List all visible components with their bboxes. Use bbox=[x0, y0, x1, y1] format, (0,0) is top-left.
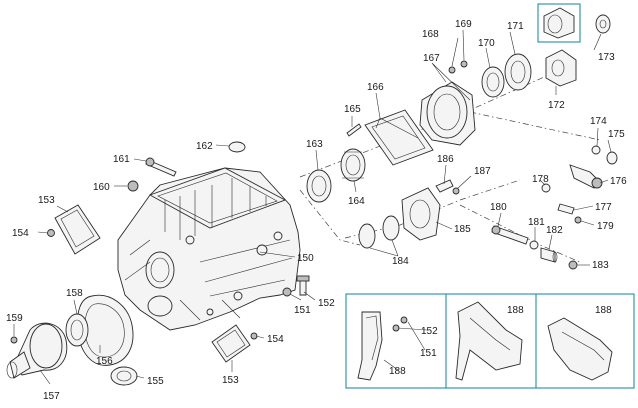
bolt-161 bbox=[145, 157, 177, 177]
label-184: 184 bbox=[392, 256, 409, 267]
label-153-bottom: 153 bbox=[222, 375, 239, 386]
label-183: 183 bbox=[592, 260, 609, 271]
label-151: 151 bbox=[294, 305, 311, 316]
bolt-187 bbox=[452, 187, 460, 195]
label-169: 169 bbox=[455, 19, 472, 30]
label-185: 185 bbox=[454, 224, 471, 235]
pin-165 bbox=[346, 123, 362, 137]
label-188-detail-a: 188 bbox=[389, 366, 406, 377]
bolt-179 bbox=[574, 216, 582, 224]
ring-181 bbox=[529, 240, 539, 250]
label-179: 179 bbox=[597, 221, 614, 232]
bracket-188-detail-c bbox=[547, 317, 613, 381]
cover-185 bbox=[401, 187, 441, 241]
cover-plate-153-top bbox=[54, 204, 101, 255]
seal-158 bbox=[65, 313, 89, 347]
cap-162 bbox=[228, 141, 246, 153]
cover-plate-153-bottom bbox=[211, 324, 251, 363]
label-151-detail: 151 bbox=[420, 348, 437, 359]
ring-178 bbox=[541, 183, 551, 193]
bolt-152 bbox=[296, 275, 310, 296]
housing-167 bbox=[419, 81, 476, 146]
label-152-detail: 152 bbox=[421, 326, 438, 337]
label-187: 187 bbox=[474, 166, 491, 177]
label-171: 171 bbox=[507, 21, 524, 32]
label-181: 181 bbox=[528, 217, 545, 228]
label-164: 164 bbox=[348, 196, 365, 207]
label-178: 178 bbox=[532, 174, 549, 185]
bolt-159 bbox=[10, 336, 18, 344]
label-173: 173 bbox=[598, 52, 615, 63]
switch-174 bbox=[591, 145, 601, 155]
plug-175 bbox=[606, 151, 618, 165]
washer-173 bbox=[595, 14, 611, 34]
label-158: 158 bbox=[66, 288, 83, 299]
label-176: 176 bbox=[610, 176, 627, 187]
label-154-top: 154 bbox=[12, 228, 29, 239]
label-157: 157 bbox=[43, 391, 60, 402]
bracket-188-detail-b bbox=[455, 301, 523, 381]
label-153-top: 153 bbox=[38, 195, 55, 206]
nut-151 bbox=[282, 287, 292, 297]
bolt-177 bbox=[557, 203, 575, 215]
bearing-cover-157 bbox=[6, 322, 68, 379]
seal-171 bbox=[504, 53, 532, 91]
label-180: 180 bbox=[490, 202, 507, 213]
flange-172 bbox=[537, 3, 581, 87]
gasket-166 bbox=[364, 109, 434, 166]
cap-183 bbox=[568, 260, 578, 270]
label-156: 156 bbox=[96, 356, 113, 367]
bolt-152-detail bbox=[400, 316, 408, 324]
label-165: 165 bbox=[344, 104, 361, 115]
sleeve-182 bbox=[540, 247, 558, 263]
label-162: 162 bbox=[196, 141, 213, 152]
label-154-bottom: 154 bbox=[267, 334, 284, 345]
label-186: 186 bbox=[437, 154, 454, 165]
label-188-detail-c: 188 bbox=[595, 305, 612, 316]
bracket-186 bbox=[435, 179, 454, 193]
label-160: 160 bbox=[93, 182, 110, 193]
label-170: 170 bbox=[478, 38, 495, 49]
label-168: 168 bbox=[422, 29, 439, 40]
label-174: 174 bbox=[590, 116, 607, 127]
sensor-176 bbox=[569, 164, 603, 189]
plug-160 bbox=[127, 180, 139, 192]
label-155: 155 bbox=[147, 376, 164, 387]
label-161: 161 bbox=[113, 154, 130, 165]
label-159: 159 bbox=[6, 313, 23, 324]
label-163: 163 bbox=[306, 139, 323, 150]
label-150: 150 bbox=[297, 253, 314, 264]
bolt-154-top bbox=[47, 229, 55, 237]
nut-168 bbox=[448, 66, 456, 74]
seal-155 bbox=[110, 366, 138, 386]
label-182: 182 bbox=[546, 225, 563, 236]
part-labels: 150 151 152 153 153 154 154 155 156 157 … bbox=[6, 19, 627, 402]
shaft-180 bbox=[491, 225, 529, 245]
bracket-188-detail-a bbox=[357, 311, 383, 381]
o-rings-184 bbox=[358, 215, 400, 249]
gear-164 bbox=[340, 148, 366, 182]
gearbox-housing bbox=[117, 167, 301, 331]
label-167: 167 bbox=[423, 53, 440, 64]
washer-169 bbox=[460, 60, 468, 68]
label-175: 175 bbox=[608, 129, 625, 140]
label-166: 166 bbox=[367, 82, 384, 93]
bearing-163 bbox=[306, 169, 332, 203]
label-172: 172 bbox=[548, 100, 565, 111]
label-188-detail-b: 188 bbox=[507, 305, 524, 316]
leader-lines bbox=[13, 29, 612, 385]
label-152: 152 bbox=[318, 298, 335, 309]
label-177: 177 bbox=[595, 202, 612, 213]
ring-170 bbox=[481, 66, 505, 98]
